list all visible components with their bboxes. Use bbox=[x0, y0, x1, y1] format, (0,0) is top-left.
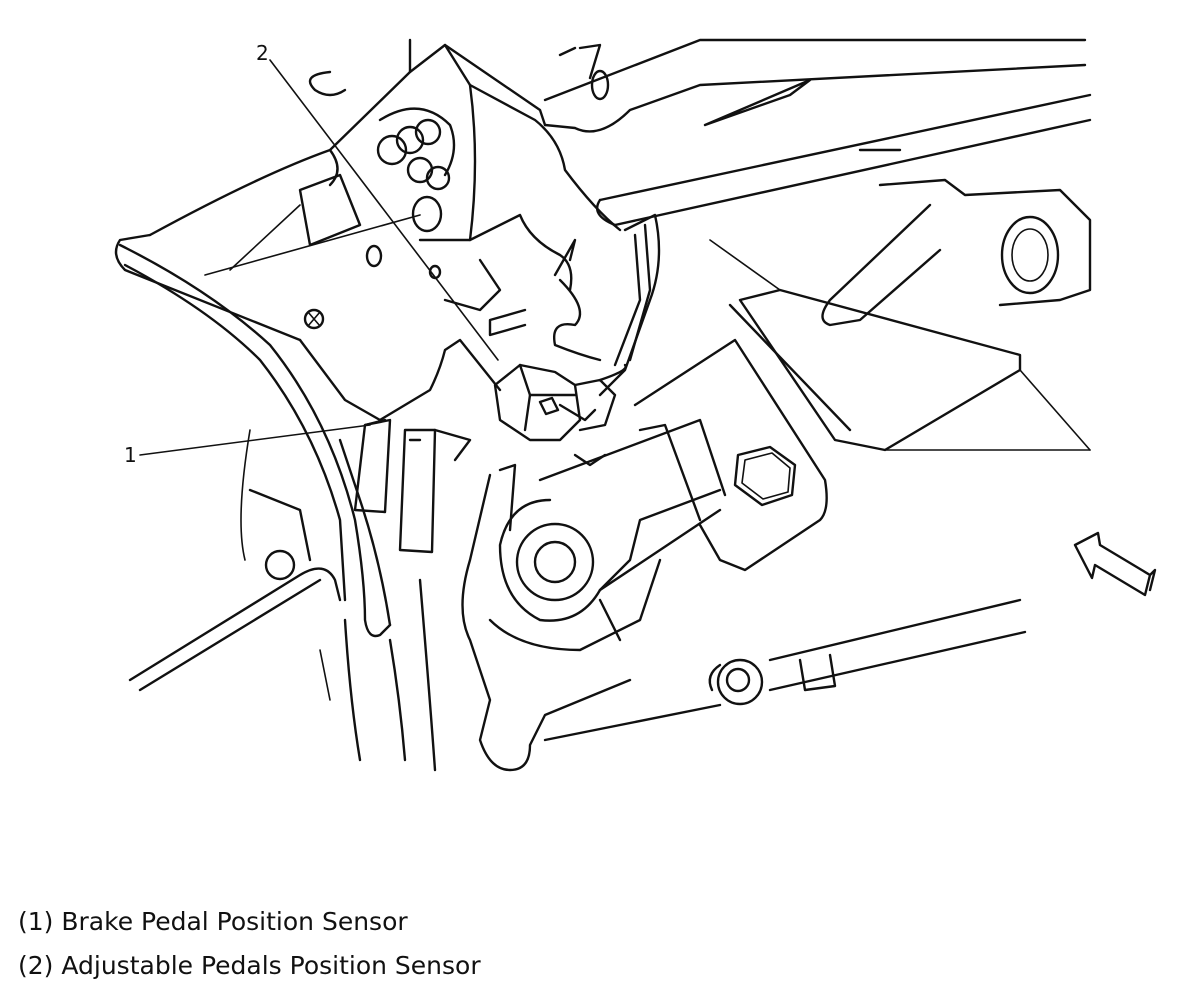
pushrod bbox=[543, 598, 1027, 742]
pedal-arm-upper bbox=[543, 38, 1092, 227]
callout-legend: (1) Brake Pedal Position Sensor (2) Adju… bbox=[18, 900, 1178, 988]
adjustable-pedals-position-sensor bbox=[493, 363, 627, 442]
pedal-pivot-arm bbox=[461, 338, 828, 772]
pedal-assembly-diagram: 2 1 bbox=[114, 38, 1157, 772]
line-drawing: 2 1 bbox=[114, 38, 1157, 772]
callout-1-label: 1 bbox=[124, 443, 137, 467]
right-housing bbox=[709, 148, 1092, 452]
sensor-connector-area bbox=[443, 213, 661, 397]
direction-arrow-icon bbox=[1073, 531, 1157, 597]
callout-2-label: 2 bbox=[256, 41, 269, 65]
legend-item-adjustable-pedals-position-sensor: (2) Adjustable Pedals Position Sensor bbox=[18, 951, 481, 980]
spring-nut-cluster bbox=[303, 107, 456, 330]
callout-leaders bbox=[139, 59, 499, 456]
brake-pedal-position-sensor bbox=[353, 338, 502, 554]
mounting-bracket bbox=[114, 38, 622, 422]
legend-item-brake-pedal-position-sensor: (1) Brake Pedal Position Sensor bbox=[18, 907, 408, 936]
pedal-lever-lower bbox=[118, 243, 437, 772]
